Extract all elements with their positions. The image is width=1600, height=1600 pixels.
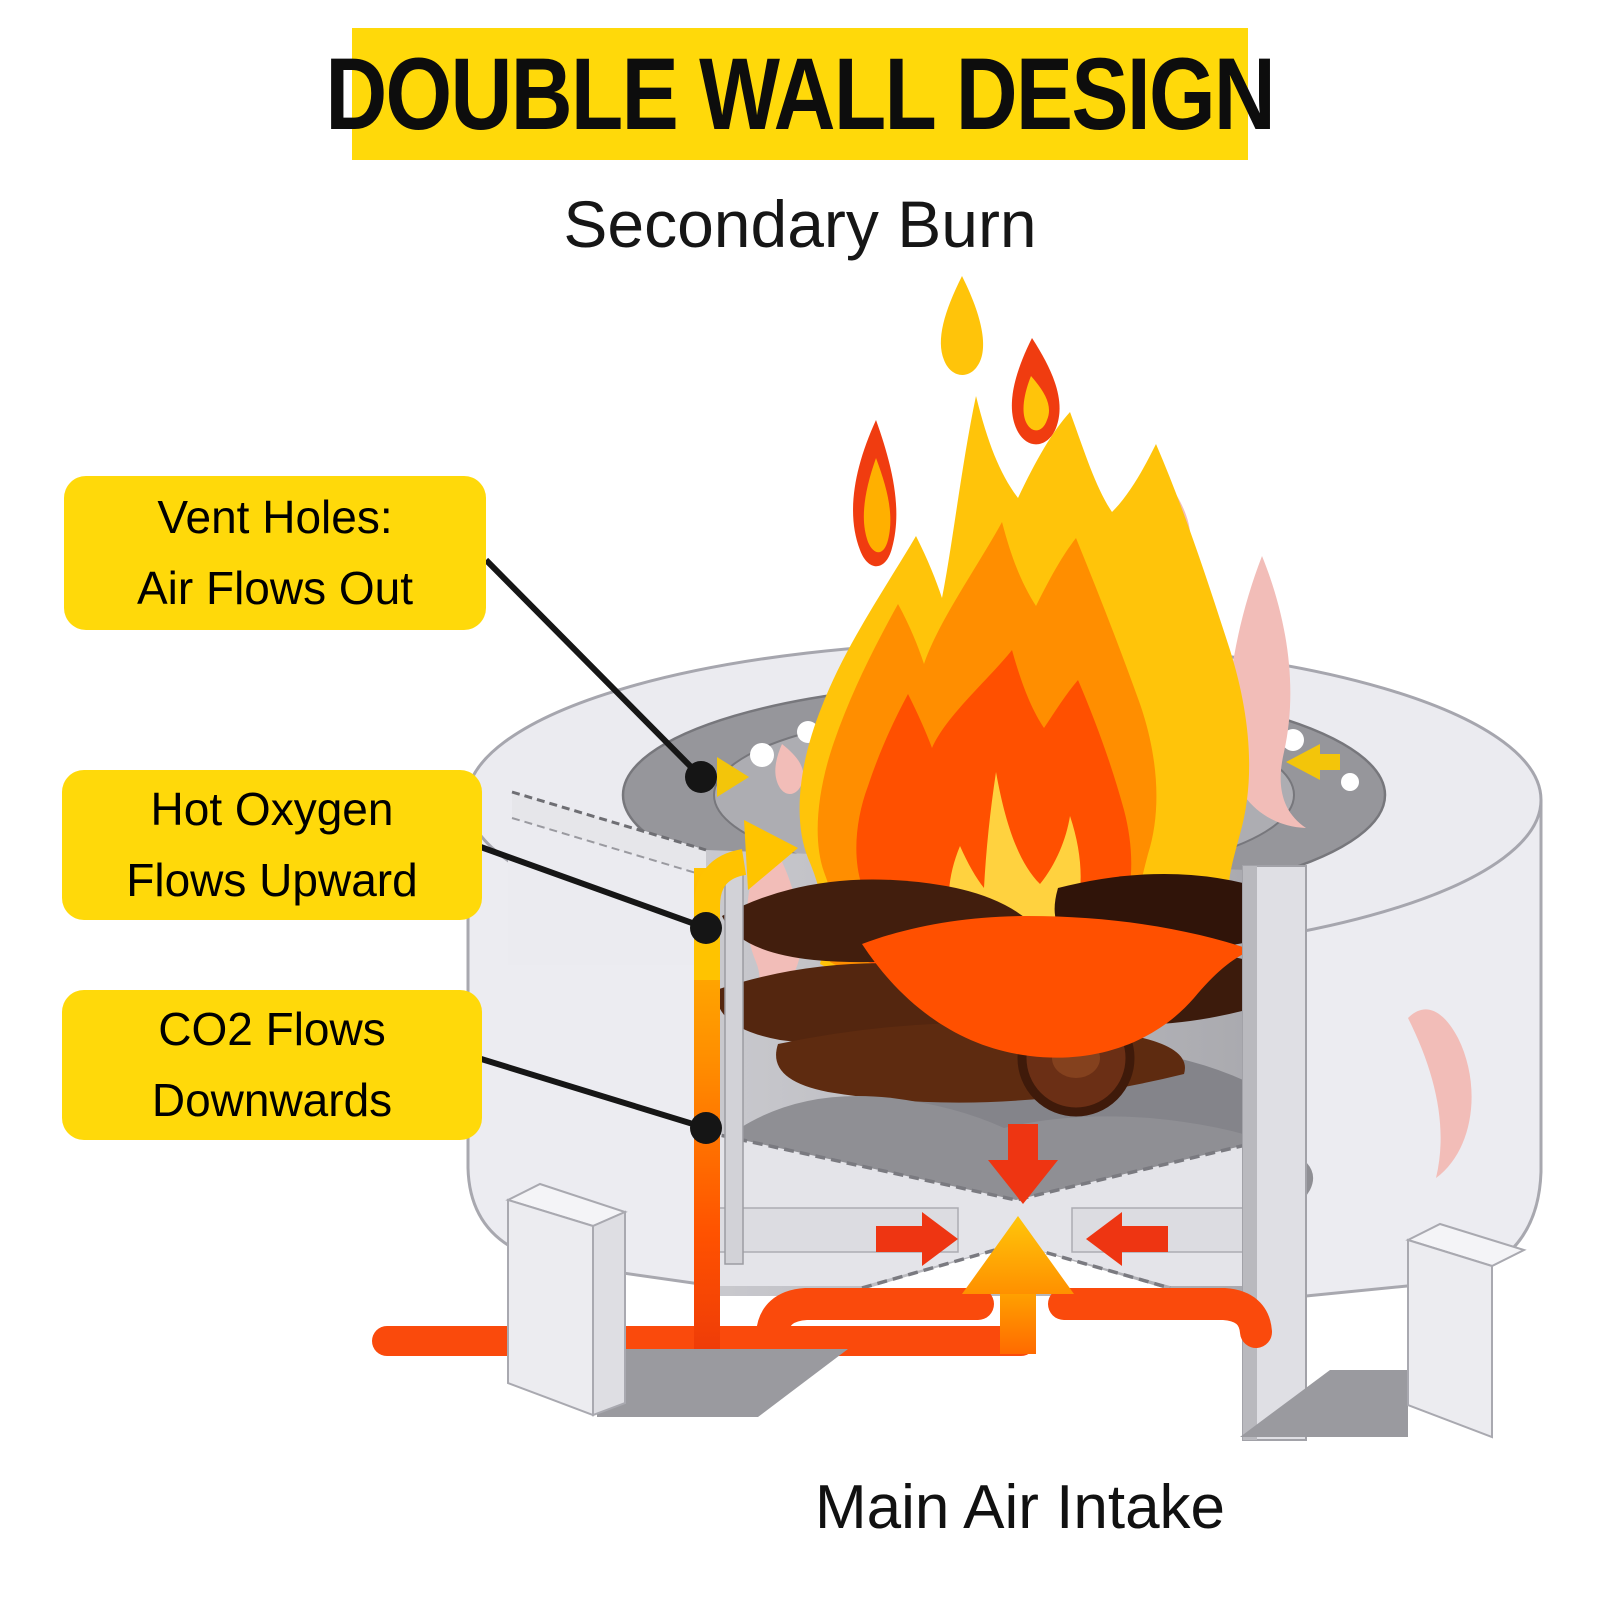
leader-dot-co2: [690, 1112, 722, 1144]
flame-sparks: [853, 276, 1060, 567]
leader-dot-vent: [685, 761, 717, 793]
arrow-right-icon: [922, 1212, 958, 1266]
main-intake-arrow-icon: [962, 1216, 1074, 1294]
callout-co2: CO2 Flows Downwards: [62, 990, 482, 1140]
page-title: DOUBLE WALL DESIGN: [325, 36, 1276, 151]
channel-top-arrow-icon: [744, 820, 798, 890]
vent-holes-left: [717, 721, 819, 797]
leader-dot-oxygen: [690, 912, 722, 944]
vent-arrow-right-icon: [1286, 744, 1320, 780]
callout-oxygen-line2: Flows Upward: [126, 854, 418, 906]
vent-holes-right: [1282, 729, 1359, 791]
main-air-intake-caption: Main Air Intake: [814, 1473, 1226, 1542]
firewood-logs: [715, 873, 1303, 1117]
callout-oxygen-line1: Hot Oxygen: [150, 782, 394, 835]
callout-co2-line2: Downwards: [151, 1074, 393, 1126]
callout-vent-holes: Vent Holes: Air Flows Out: [64, 476, 486, 630]
callout-co2-line1: CO2 Flows: [158, 1002, 386, 1055]
arrow-left-icon: [1086, 1212, 1122, 1266]
pit-legs: [505, 1182, 1527, 1439]
subtitle: Secondary Burn: [563, 187, 1037, 261]
callout-vent-line2: Air Flows Out: [136, 562, 414, 614]
arrow-down-icon: [988, 1160, 1058, 1204]
intake-arrows: [876, 1124, 1168, 1266]
rim-cut-face: [512, 792, 706, 876]
title-banner: DOUBLE WALL DESIGN: [326, 28, 1276, 160]
callout-leader-lines: [476, 557, 722, 1144]
fire-over-logs: [862, 916, 1252, 1058]
vent-arrow-left-icon: [717, 757, 749, 797]
callout-hot-oxygen: Hot Oxygen Flows Upward: [62, 770, 482, 920]
callout-vent-line1: Vent Holes:: [157, 490, 393, 543]
